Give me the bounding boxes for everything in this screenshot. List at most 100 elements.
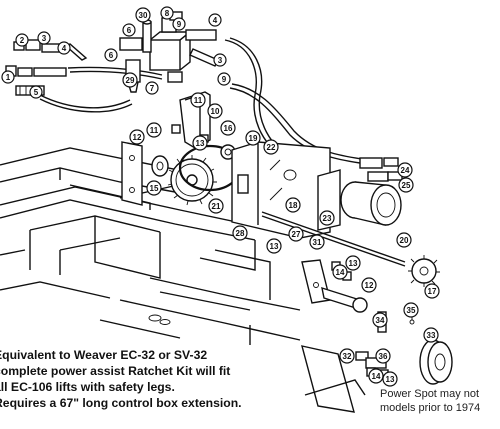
- callout-circle: [285, 197, 301, 213]
- callout-circle: [208, 198, 224, 214]
- part-callout-33: 33: [423, 327, 439, 343]
- callout-circle: [29, 85, 43, 99]
- callout-circle: [245, 130, 261, 146]
- callout-number: 25: [402, 181, 411, 190]
- callout-circle: [15, 33, 29, 47]
- part-callout-25: 25: [398, 177, 414, 193]
- part-callout-29: 29: [122, 72, 138, 88]
- part-callout-13: 13: [266, 238, 282, 254]
- callout-number: 27: [292, 230, 301, 239]
- callout-number: 31: [313, 238, 322, 247]
- callout-circle: [129, 129, 145, 145]
- part-callout-14: 14: [368, 368, 384, 384]
- callout-number: 13: [349, 259, 358, 268]
- callout-number: 6: [127, 26, 132, 35]
- callout-number: 10: [211, 107, 220, 116]
- part-callout-6: 6: [104, 48, 118, 62]
- callout-number: 20: [400, 236, 409, 245]
- part-callout-34: 34: [372, 312, 388, 328]
- callout-circle: [361, 277, 377, 293]
- callout-number: 35: [407, 306, 416, 315]
- part-callout-13: 13: [192, 135, 208, 151]
- sprocket-assembly: [121, 141, 242, 206]
- callout-circle: [398, 177, 414, 193]
- callout-number: 18: [289, 201, 298, 210]
- callout-number: 1: [6, 73, 11, 82]
- callout-circle: [146, 122, 162, 138]
- caption-line: all EC-106 lifts with safety legs.: [0, 380, 175, 394]
- part-callout-20: 20: [396, 232, 412, 248]
- callout-number: 4: [213, 16, 218, 25]
- callout-number: 32: [343, 352, 352, 361]
- callout-number: 12: [133, 133, 142, 142]
- caption-line: complete power assist Ratchet Kit will f…: [0, 364, 231, 378]
- callout-circle: [122, 72, 138, 88]
- callout-circle: [232, 225, 248, 241]
- part-callout-23: 23: [319, 210, 335, 226]
- callout-circle: [220, 120, 236, 136]
- callout-number: 12: [365, 281, 374, 290]
- part-callout-9: 9: [217, 72, 231, 86]
- callout-circle: [1, 70, 15, 84]
- part-callout-2: 2: [15, 33, 29, 47]
- callout-circle: [263, 139, 279, 155]
- part-callout-32: 32: [339, 348, 355, 364]
- part-callout-24: 24: [397, 162, 413, 178]
- callout-number: 3: [42, 34, 47, 43]
- part-callout-13: 13: [345, 255, 361, 271]
- callout-circle: [217, 72, 231, 86]
- callout-circle: [288, 226, 304, 242]
- part-callout-36: 36: [375, 348, 391, 364]
- part-callout-17: 17: [424, 283, 440, 299]
- callout-number: 13: [386, 375, 395, 384]
- part-callout-21: 21: [208, 198, 224, 214]
- callout-number: 15: [150, 184, 159, 193]
- callout-circle: [57, 41, 71, 55]
- part-callout-13: 13: [382, 371, 398, 387]
- callout-number: 21: [212, 202, 221, 211]
- part-callout-27: 27: [288, 226, 304, 242]
- part-callout-4: 4: [57, 41, 71, 55]
- callout-number: 19: [249, 134, 258, 143]
- part-callout-12: 12: [129, 129, 145, 145]
- callout-number: 7: [150, 84, 155, 93]
- part-callout-35: 35: [403, 302, 419, 318]
- callout-circle: [332, 264, 348, 280]
- callout-number: 11: [150, 126, 159, 135]
- callout-number: 13: [196, 139, 205, 148]
- callout-number: 29: [126, 76, 135, 85]
- callout-circle: [368, 368, 384, 384]
- callout-circle: [403, 302, 419, 318]
- callout-circle: [208, 13, 222, 27]
- part-callout-28: 28: [232, 225, 248, 241]
- callout-number: 14: [372, 372, 381, 381]
- callout-circle: [424, 283, 440, 299]
- callout-circle: [372, 312, 388, 328]
- callout-number: 22: [267, 143, 276, 152]
- callout-number: 36: [379, 352, 388, 361]
- callout-circle: [207, 103, 223, 119]
- callout-number: 28: [236, 229, 245, 238]
- note-line: models prior to 1974: [380, 402, 481, 414]
- callout-number: 34: [376, 316, 385, 325]
- hydraulic-hoses: [39, 37, 363, 164]
- callout-number: 13: [270, 242, 279, 251]
- part-callout-9: 9: [172, 17, 186, 31]
- callout-circle: [160, 6, 174, 20]
- callout-number: 24: [401, 166, 410, 175]
- callout-number: 9: [177, 20, 182, 29]
- callout-number: 3: [218, 56, 223, 65]
- part-callout-3: 3: [213, 53, 227, 67]
- part-callout-11: 11: [190, 92, 206, 108]
- callout-circle: [319, 210, 335, 226]
- drive-shaft: [261, 211, 440, 287]
- callout-circle: [309, 234, 325, 250]
- callout-circle: [135, 7, 151, 23]
- callout-circle: [397, 162, 413, 178]
- part-callout-30: 30: [135, 7, 151, 23]
- callout-circle: [146, 180, 162, 196]
- callout-number: 30: [139, 11, 148, 20]
- callout-number: 14: [336, 268, 345, 277]
- callout-circle: [172, 17, 186, 31]
